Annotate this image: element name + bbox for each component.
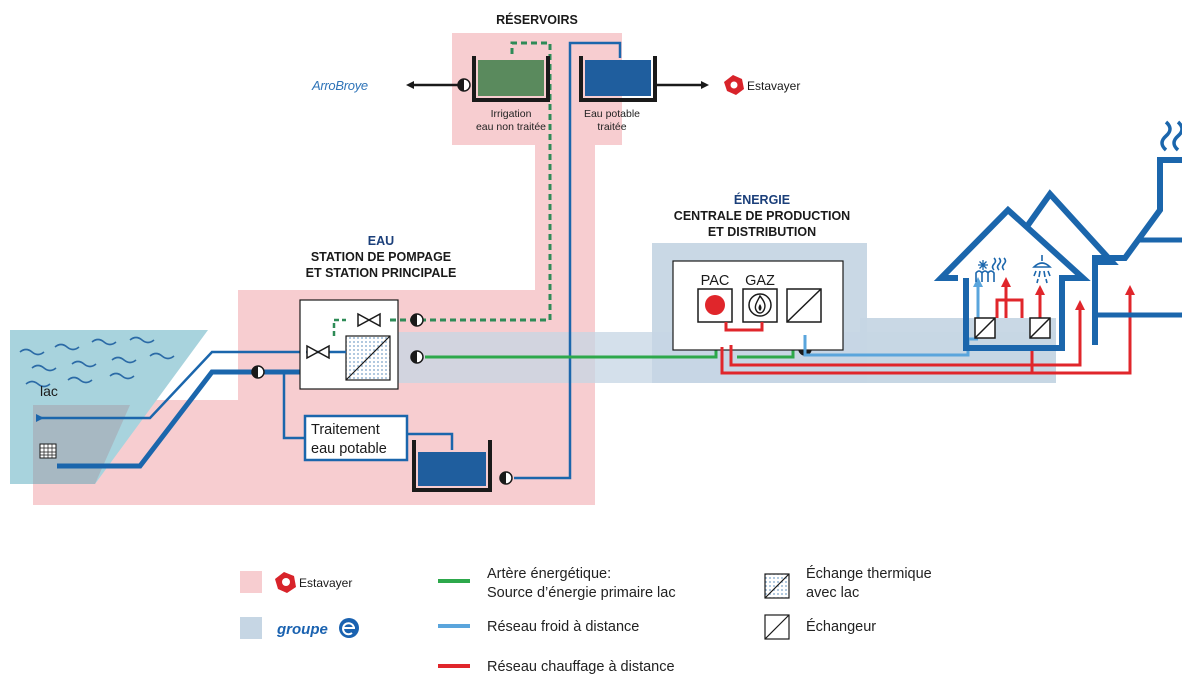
reservoirs-title: RÉSERVOIRS [496, 12, 578, 27]
legend-estavayer-swatch [240, 571, 262, 593]
reservoirs: RÉSERVOIRS Irrigation eau non traitée Ea… [406, 12, 709, 133]
to-treatment-pipe [282, 372, 305, 440]
house-icon [1025, 189, 1119, 265]
legend-froid: Réseau froid à distance [487, 619, 639, 635]
house-icon [933, 205, 1091, 351]
lake-waves [19, 336, 175, 388]
legend-arteriel-line1: Artère énergétique: [487, 566, 611, 582]
irrigation-dashed-pipe [390, 41, 552, 322]
eau-line2: ET STATION PRINCIPALE [306, 266, 457, 280]
heat-house3 [1032, 285, 1135, 375]
heat-exchanger-icon [1029, 317, 1051, 339]
eau-heading: EAU [368, 234, 394, 248]
heat-exchanger-icon [974, 317, 996, 339]
legend-echange-line2: avec lac [806, 585, 859, 601]
valve-icon [357, 312, 381, 328]
legend-echangeur: Échangeur [806, 618, 876, 635]
heat-exchanger-icon [786, 288, 822, 323]
irrigation-line1: Irrigation [491, 108, 532, 120]
legend-groupe-e-swatch [240, 617, 262, 639]
energie-line1: CENTRALE DE PRODUCTION [674, 209, 850, 223]
water-pipes [36, 41, 622, 480]
house-exchangers [974, 317, 1051, 339]
radiator-icon [975, 257, 1007, 282]
treatment-to-tank-pipe [407, 432, 454, 450]
cold-network [803, 277, 983, 357]
eau-line1: STATION DE POMPAGE [311, 250, 451, 264]
legend-chauffage: Réseau chauffage à distance [487, 659, 675, 675]
pac-label: PAC [701, 273, 730, 289]
filter-grid-icon [39, 443, 57, 459]
pac-unit [697, 288, 733, 323]
gaz-boiler [742, 288, 778, 323]
heat-house2 [729, 300, 1085, 367]
legend-lake-exchanger-icon [764, 573, 790, 599]
cold-network-main [803, 335, 978, 357]
legend-heat-exchanger-icon [764, 614, 790, 640]
reservoirs-link-zone [535, 142, 595, 292]
house-icon [1092, 157, 1182, 345]
pump-icon [410, 350, 424, 364]
traitement-line2: eau potable [311, 441, 387, 457]
legend-groupe-e-text: groupe [276, 621, 328, 638]
smoke-icon [1160, 120, 1182, 152]
shower-icon [1032, 255, 1052, 284]
legend-estavayer-text: Estavayer [299, 576, 352, 590]
potable-tank [579, 56, 657, 102]
traitement-line1: Traitement [311, 422, 380, 438]
legend-echange-line1: Échange thermique [806, 565, 932, 582]
lake-exchanger-icon [345, 335, 391, 381]
arrobroye-logo: ArroBroye [311, 78, 368, 93]
gaz-label: GAZ [745, 273, 775, 289]
pump-icon [410, 313, 424, 327]
potable-line2: traitée [597, 121, 626, 133]
pump-icon [457, 78, 471, 92]
irrigation-line2: eau non traitée [476, 121, 546, 133]
house-appliances [975, 255, 1052, 284]
lac-label: lac [40, 383, 58, 399]
traitement-eau-potable: Traitement eau potable [303, 414, 409, 462]
flame-icon [754, 294, 766, 314]
potable-riser-pipe [514, 41, 622, 480]
pump-icon [251, 365, 265, 379]
legend: Estavayer groupe Artère énergétique: Sou… [240, 565, 932, 675]
centrale-production: PAC GAZ [672, 260, 844, 351]
estavayer-logo-text: Estavayer [747, 79, 800, 93]
estavayer-logo: Estavayer [724, 75, 800, 95]
irrigation-tank [472, 56, 550, 102]
legend-estavayer-logo: Estavayer [275, 572, 352, 593]
potable-line1: Eau potable [584, 108, 640, 120]
lake-intake-pipe [57, 369, 254, 469]
houses [933, 157, 1182, 351]
snowflake-icon [978, 260, 988, 270]
energie-line2: ET DISTRIBUTION [708, 225, 816, 239]
treatment-tank [412, 440, 492, 492]
legend-groupe-e-logo: groupe [276, 618, 359, 638]
pump-icon [499, 471, 513, 485]
heat-loop [995, 298, 1024, 318]
valve-icon [306, 344, 330, 360]
heat-network [720, 277, 1135, 375]
legend-arteriel-line2: Source d’énergie primaire lac [487, 585, 676, 601]
energie-heading: ÉNERGIE [734, 192, 790, 207]
heat-network-main [720, 347, 1034, 375]
lake-return-pipe [36, 350, 300, 422]
treatment-box [303, 414, 409, 462]
station-principale [299, 299, 399, 390]
